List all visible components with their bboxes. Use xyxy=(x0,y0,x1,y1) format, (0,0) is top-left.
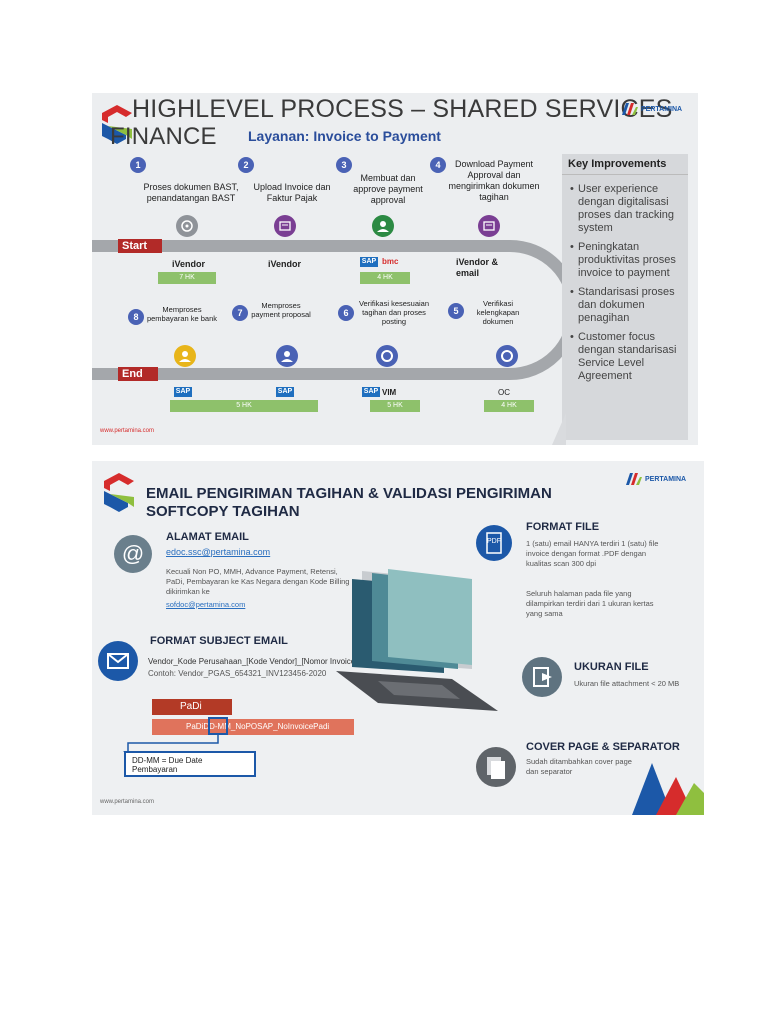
pertamina-mark-icon xyxy=(622,103,638,115)
pdf-file-icon: PDF xyxy=(476,525,512,561)
download-icon xyxy=(478,215,500,237)
alamat-email-note: Kecuali Non PO, MMH, Advance Payment, Re… xyxy=(166,567,350,596)
slide-highlevel-process: HIGHLEVEL PROCESS – SHARED SERVICES FINA… xyxy=(92,93,698,445)
step-3-number: 3 xyxy=(336,157,352,173)
duration-step3: 4 HK xyxy=(360,272,410,284)
padi-format: PaDiDD-MM_NoPOSAP_NoInvoicePadi xyxy=(152,719,354,735)
pages-icon xyxy=(476,747,516,787)
bmc-logo: bmc xyxy=(382,257,399,266)
document-icon xyxy=(176,215,198,237)
pertamina-logo-text: PERTAMINA xyxy=(641,105,683,113)
step-3-text: Membuat dan approve payment approval xyxy=(353,173,423,205)
start-label: Start xyxy=(118,239,162,253)
ukuran-heading: UKURAN FILE xyxy=(574,661,649,673)
cover-text: Sudah ditambahkan cover page dan separat… xyxy=(526,757,632,776)
step-5-number: 5 xyxy=(448,303,464,319)
slide-email-pengiriman: EMAIL PENGIRIMAN TAGIHAN & VALIDASI PENG… xyxy=(92,461,704,815)
step-7-text: Memproses payment proposal xyxy=(251,301,311,319)
step-2-text: Upload Invoice dan Faktur Pajak xyxy=(253,182,331,203)
verification-gear-icon xyxy=(376,345,398,367)
step-8-number: 8 xyxy=(128,309,144,325)
proposal-user-icon xyxy=(276,345,298,367)
key-improvements-title: Key Improvements xyxy=(562,154,688,175)
slide2-footer-url: www.pertamina.com xyxy=(100,799,155,805)
slide2-title-line2: SOFTCOPY TAGIHAN xyxy=(146,503,300,520)
export-file-icon xyxy=(522,657,562,697)
step-5-text: Verifikasi kelengkapan dokumen xyxy=(476,299,520,326)
padi-label: PaDi xyxy=(152,699,232,715)
key-item-2: Peningkatan produktivitas proses invoice… xyxy=(570,241,682,280)
key-item-3: Standarisasi proses dan dokumen penagiha… xyxy=(570,286,682,325)
system-ivendor-1: iVendor xyxy=(172,259,206,269)
completeness-gear-icon xyxy=(496,345,518,367)
padi-note: DD-MM = Due Date Pembayaran xyxy=(124,751,256,777)
corner-decoration-2 xyxy=(632,763,704,815)
subject-example: Contoh: Vendor_PGAS_654321_INV123456-202… xyxy=(148,669,327,678)
approve-icon xyxy=(372,215,394,237)
step-2-number: 2 xyxy=(238,157,254,173)
cover-heading: COVER PAGE & SEPARATOR xyxy=(526,741,680,753)
slide1-title-line2: FINANCE xyxy=(110,123,217,150)
bank-user-icon xyxy=(174,345,196,367)
step-6-number: 6 xyxy=(338,305,354,321)
at-sign-icon: @ xyxy=(114,535,152,573)
ukuran-text: Ukuran file attachment < 20 MB xyxy=(574,679,680,688)
sap-logo-icon-8: SAP xyxy=(174,387,192,397)
system-ivendor-email: iVendor & email xyxy=(456,257,499,278)
oc-label: OC xyxy=(498,388,510,397)
padi-highlight-box xyxy=(208,717,228,735)
slide1-subtitle: Layanan: Invoice to Payment xyxy=(248,128,441,144)
duration-step6: 5 HK xyxy=(370,400,420,412)
format-file-item-1: 1 (satu) email HANYA terdiri 1 (satu) fi… xyxy=(526,539,659,568)
shared-services-logo-icon xyxy=(102,105,132,144)
subject-heading: FORMAT SUBJECT EMAIL xyxy=(150,635,288,647)
duration-step5: 4 HK xyxy=(484,400,534,412)
step-8-text: Memproses pembayaran ke bank xyxy=(146,305,218,323)
step-6-text: Verifikasi kesesuaian tagihan dan proses… xyxy=(358,299,430,326)
upload-icon xyxy=(274,215,296,237)
vim-label: VIM xyxy=(382,388,397,397)
end-label: End xyxy=(118,367,158,381)
pertamina-logo-2: PERTAMINA xyxy=(626,473,686,485)
key-item-1: User experience dengan digitalisasi pros… xyxy=(570,183,682,235)
sofdoc-email-link[interactable]: sofdoc@pertamina.com xyxy=(166,600,246,609)
duration-steps-7-8: 5 HK xyxy=(170,400,318,412)
pdf-file-label: PDF xyxy=(487,538,501,545)
system-ivendor-2: iVendor xyxy=(268,259,302,269)
pertamina-mark-icon-2 xyxy=(626,473,642,485)
format-file-item-2: Seluruh halaman pada file yang dilampirk… xyxy=(526,589,654,618)
laptop-illustration-icon xyxy=(336,569,498,711)
step-7-number: 7 xyxy=(232,305,248,321)
alamat-email-link[interactable]: edoc.ssc@pertamina.com xyxy=(166,547,271,557)
envelope-icon xyxy=(98,641,138,681)
duration-step1: 7 HK xyxy=(158,272,216,284)
corner-decoration xyxy=(552,413,566,445)
slide1-footer-url: www.pertamina.com xyxy=(100,428,155,434)
shared-services-logo-icon-2 xyxy=(104,473,134,512)
key-improvements-panel: Key Improvements User experience dengan … xyxy=(562,154,688,440)
alamat-email-heading: ALAMAT EMAIL xyxy=(166,531,249,543)
format-file-heading: FORMAT FILE xyxy=(526,521,600,533)
sap-logo-icon-7: SAP xyxy=(276,387,294,397)
pertamina-logo-text-2: PERTAMINA xyxy=(645,475,687,483)
step-1-text: Proses dokumen BAST, penandatangan BAST xyxy=(143,182,239,203)
key-item-4: Customer focus dengan standarisasi Servi… xyxy=(570,331,682,383)
pertamina-logo: PERTAMINA xyxy=(622,103,682,115)
step-4-text: Download Payment Approval dan mengirimka… xyxy=(448,159,540,202)
subject-format: Vendor_Kode Perusahaan_[Kode Vendor]_[No… xyxy=(148,657,358,666)
step-4-number: 4 xyxy=(430,157,446,173)
sap-logo-icon-6: SAP xyxy=(362,387,380,397)
sap-logo-icon: SAP xyxy=(360,257,378,267)
slide1-title-line1: HIGHLEVEL PROCESS – SHARED SERVICES xyxy=(132,95,673,123)
step-1-number: 1 xyxy=(130,157,146,173)
slide2-title-line1: EMAIL PENGIRIMAN TAGIHAN & VALIDASI PENG… xyxy=(146,485,552,502)
